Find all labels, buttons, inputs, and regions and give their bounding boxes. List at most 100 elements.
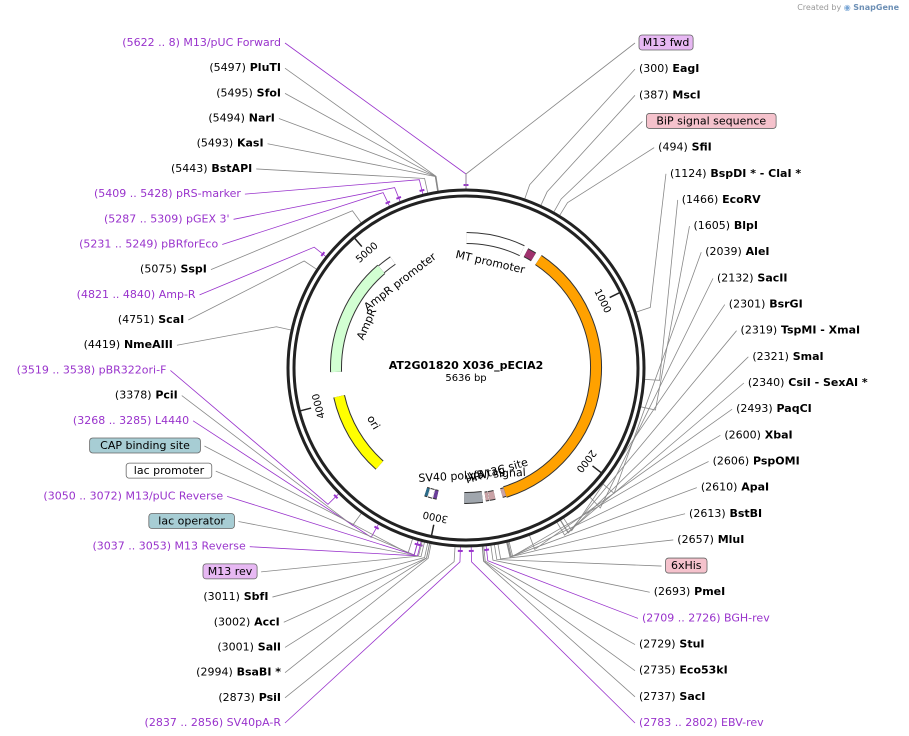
feature-cap-binding-site[interactable] <box>424 487 430 497</box>
labels: (5622 .. 8) M13/pUC Forward (5497) PluTI (… <box>17 34 868 729</box>
enzyme-label-pmei[interactable]: (2693) PmeI <box>654 585 726 598</box>
feature-box-lac-promoter[interactable] <box>125 462 213 479</box>
feature-sv40-poly-a-signal[interactable] <box>464 492 483 503</box>
backbone-outer <box>286 188 646 548</box>
enzyme-label-nmeaiii[interactable]: (4419) NmeAIII <box>84 338 173 351</box>
enzyme-label-tspmi-xmai[interactable]: (2319) TspMI - XmaI <box>741 324 861 337</box>
feature-cds[interactable] <box>503 255 601 497</box>
primer-label-pbrforeco[interactable]: (5231 .. 5249) pBRforEco <box>79 237 218 250</box>
enzyme-label-apai[interactable]: (2610) ApaI <box>701 481 769 494</box>
label-pos: (3268 .. 3285) <box>73 414 152 427</box>
enzyme-label-ecorv[interactable]: (1466) EcoRV <box>682 193 761 206</box>
enzyme-label-blpi[interactable]: (1605) BlpI <box>693 219 758 232</box>
feature-box-lac-operator[interactable] <box>148 513 235 529</box>
enzyme-label-sacii[interactable]: (2132) SacII <box>717 271 787 284</box>
enzyme-label-bstbi[interactable]: (2613) BstBI <box>689 507 762 520</box>
tick-mark-2000 <box>592 465 602 474</box>
label-pos: (5495) <box>216 86 253 99</box>
primer-site-pbr322ori-f <box>333 494 339 500</box>
enzyme-label-sfoi[interactable]: (5495) SfoI <box>216 86 281 99</box>
feature-ampr[interactable] <box>331 265 385 373</box>
primer-label-m13-puc-reverse[interactable]: (3050 .. 3072) M13/pUC Reverse <box>43 489 223 502</box>
enzyme-label-nari[interactable]: (5494) NarI <box>208 112 275 125</box>
label-pos: (2873) <box>218 691 255 704</box>
label-name: BsaBI * <box>233 666 281 679</box>
label-pos: (4821 .. 4840) <box>77 288 156 301</box>
label-name: BspDI * - ClaI * <box>707 167 802 180</box>
tick-label-3000: 3000 <box>422 508 449 524</box>
enzyme-label-alei[interactable]: (2039) AleI <box>705 245 769 258</box>
feature-ampr-promoter[interactable] <box>378 257 396 273</box>
enzyme-label-pcii[interactable]: (3378) PciI <box>115 389 178 402</box>
enzyme-label-sspi[interactable]: (5075) SspI <box>140 263 207 276</box>
primer-label-bgh-rev[interactable]: (2709 .. 2726) BGH-rev <box>642 611 770 624</box>
connector-pmei <box>490 545 650 593</box>
primer-label-ebv-rev[interactable]: (2783 .. 2802) EBV-rev <box>639 716 764 729</box>
enzyme-label-csii-sexai[interactable]: (2340) CsiI - SexAI * <box>748 376 868 389</box>
primer-label-pbr322ori-f[interactable]: (3519 .. 3538) pBR322ori-F <box>17 363 167 376</box>
label-name: CsiI - SexAI * <box>784 376 867 389</box>
enzyme-label-xbai[interactable]: (2600) XbaI <box>724 428 792 441</box>
feature-tag-lac-promoter[interactable]: lac promoter <box>134 464 205 477</box>
feature-box-6xhis[interactable] <box>665 557 708 574</box>
feature-lac-promoter[interactable] <box>428 488 435 498</box>
enzyme-label-bstapi[interactable]: (5443) BstAPI <box>171 162 252 175</box>
enzyme-label-bsrgi[interactable]: (2301) BsrGI <box>729 298 803 311</box>
enzyme-label-smai[interactable]: (2321) SmaI <box>752 350 823 363</box>
feature-box-m13-rev[interactable] <box>202 563 258 580</box>
tick-mark-3000 <box>430 524 435 536</box>
feature-bip-signal-sequence[interactable] <box>524 249 536 261</box>
feature-tag-lac-operator[interactable]: lac operator <box>158 515 225 528</box>
enzyme-label-msci[interactable]: (387) MscI <box>639 88 701 101</box>
label-name: M13/pUC Forward <box>180 36 281 49</box>
feature-lac-operator[interactable] <box>433 490 439 499</box>
enzyme-label-bsabi[interactable]: (2994) BsaBI * <box>196 666 281 679</box>
primer-label-pgex-3[interactable]: (5287 .. 5309) pGEX 3' <box>104 212 230 225</box>
enzyme-label-acci[interactable]: (3002) AccI <box>214 615 280 628</box>
primer-label-l4440[interactable]: (3268 .. 3285) L4440 <box>73 414 189 427</box>
enzyme-label-sbfi[interactable]: (3011) SbfI <box>203 590 268 603</box>
primer-label-prs-marker[interactable]: (5409 .. 5428) pRS-marker <box>94 187 241 200</box>
enzyme-label-eco53ki[interactable]: (2735) Eco53kI <box>639 664 728 677</box>
primer-label-m13-reverse[interactable]: (3037 .. 3053) M13 Reverse <box>93 540 246 553</box>
enzyme-label-kasi[interactable]: (5493) KasI <box>197 137 264 150</box>
tick-label-2000: 2000 <box>574 447 598 474</box>
enzyme-label-eagi[interactable]: (300) EagI <box>639 62 699 75</box>
enzyme-label-bspdi-clai[interactable]: (1124) BspDI * - ClaI * <box>670 167 801 180</box>
feature-ori[interactable] <box>334 395 384 469</box>
feature-hrv-3c-site[interactable] <box>500 488 507 497</box>
connector-pcii <box>181 395 362 526</box>
label-name: SfoI <box>253 86 281 99</box>
enzyme-label-scai[interactable]: (4751) ScaI <box>118 313 184 326</box>
feature-tag-6xhis[interactable]: 6xHis <box>671 559 702 572</box>
enzyme-label-mlui[interactable]: (2657) MluI <box>677 533 744 546</box>
feature-box-cap-binding-site[interactable] <box>89 437 201 454</box>
feature-v5-tag[interactable] <box>488 490 496 500</box>
feature-mt-promoter[interactable] <box>466 233 525 256</box>
label-pos: (5493) <box>197 137 234 150</box>
connector-mlui <box>497 539 674 560</box>
feature-tag-m13-rev[interactable]: M13 rev <box>208 565 253 578</box>
feature-tag-m13-fwd[interactable]: M13 fwd <box>643 36 690 49</box>
feature-box-bip-signal-sequence[interactable] <box>646 113 777 129</box>
enzyme-label-pluti[interactable]: (5497) PluTI <box>209 61 281 74</box>
feature-tag-bip-signal-sequence[interactable]: BiP signal sequence <box>656 114 766 127</box>
enzyme-label-saci[interactable]: (2737) SacI <box>639 690 705 703</box>
enzyme-label-pspomi[interactable]: (2606) PspOMI <box>713 454 800 467</box>
feature-tag-cap-binding-site[interactable]: CAP binding site <box>100 439 190 452</box>
enzyme-label-paqci[interactable]: (2493) PaqCI <box>736 402 812 415</box>
enzyme-label-sfii[interactable]: (494) SfiI <box>658 141 712 154</box>
enzyme-label-sali[interactable]: (3001) SalI <box>217 640 281 653</box>
enzyme-label-psii[interactable]: (2873) PsiI <box>218 691 281 704</box>
connector-bspdi-clai <box>635 173 667 313</box>
feature-box-m13-fwd[interactable] <box>638 34 694 51</box>
label-name: BlpI <box>730 219 758 232</box>
connector-paqci <box>529 408 733 551</box>
primer-label-sv40pa-r[interactable]: (2837 .. 2856) SV40pA-R <box>145 716 282 729</box>
label-name: SmaI <box>789 350 824 363</box>
connector-l4440 <box>192 420 379 538</box>
label-pos: (2606) <box>713 454 750 467</box>
primer-label-m13-puc-forward[interactable]: (5622 .. 8) M13/pUC Forward <box>122 36 281 49</box>
primer-label-amp-r[interactable]: (4821 .. 4840) Amp-R <box>77 288 196 301</box>
enzyme-label-stui[interactable]: (2729) StuI <box>639 638 705 651</box>
